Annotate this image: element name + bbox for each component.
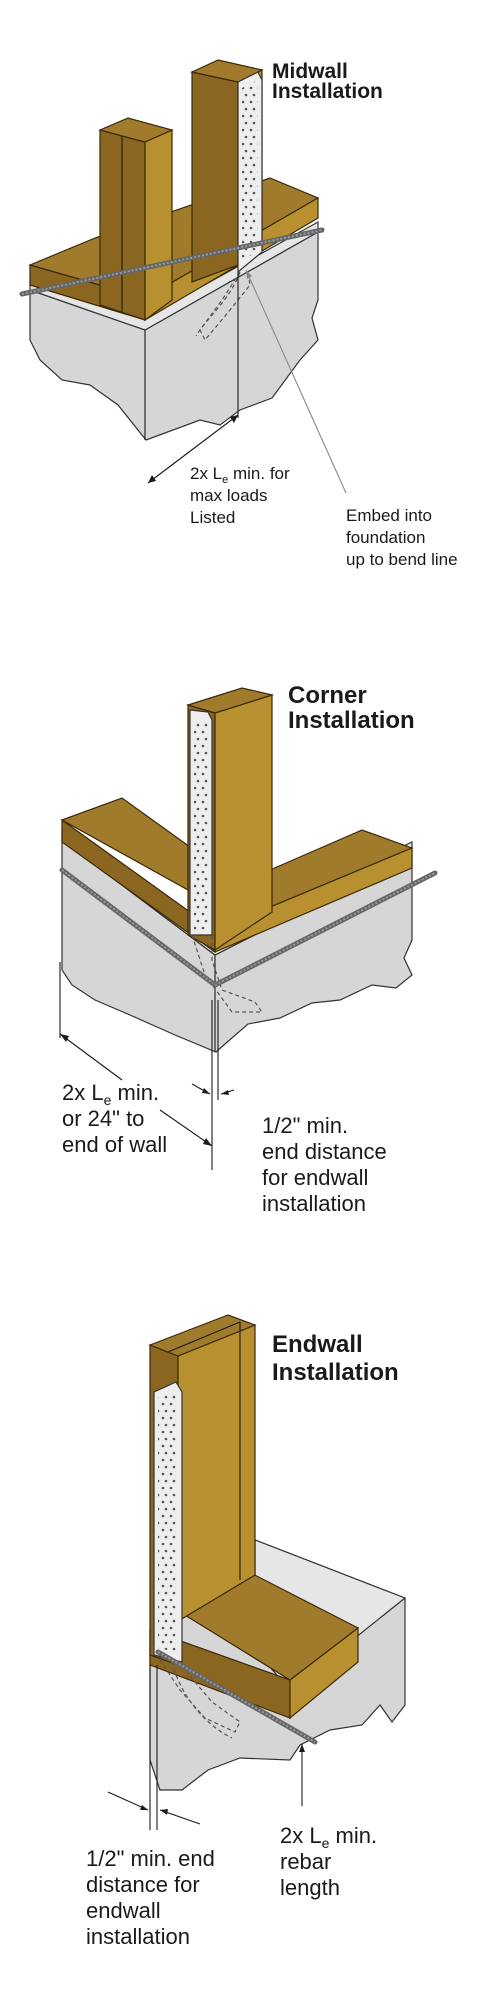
corner-dim-label-3: end of wall [62, 1132, 167, 1157]
midwall-title-2: Installation [272, 80, 383, 103]
endwall-rebar-label-2: rebar [280, 1849, 331, 1874]
corner-foundation [61, 838, 413, 1053]
midwall-embed-label-3: up to bend line [346, 550, 458, 569]
corner-stud-top [185, 687, 275, 714]
endwall-rebar [155, 1649, 318, 1745]
midwall-embed-label-1: Embed into [346, 506, 432, 525]
midwall-stud-left-top [98, 117, 174, 143]
endwall-stud-top [148, 1314, 257, 1357]
corner-end-label-2: end distance [262, 1139, 387, 1164]
endwall-end-label-3: endwall [86, 1898, 161, 1923]
midwall-dim-label-1: 2x Le min. for [190, 464, 290, 486]
midwall-dim-label-2: max loads [190, 486, 267, 505]
endwall-diagram: Endwall Installation 1/2" min. end dista… [86, 1314, 407, 1949]
midwall-title-1: Midwall [272, 60, 348, 83]
midwall-dim-label-3: Listed [190, 508, 235, 527]
midwall-stud-right-top [190, 59, 264, 83]
midwall-diagram: Midwall Installation 2x Le min. for max … [19, 59, 458, 569]
endwall-end-label-4: installation [86, 1924, 190, 1949]
endwall-title-1: Endwall [272, 1331, 363, 1358]
endwall-embedded-strap [159, 1659, 241, 1733]
endwall-rebar-label-1: 2x Le min. [280, 1823, 377, 1851]
corner-stud-side [214, 694, 273, 952]
corner-rebar-left [59, 867, 218, 988]
corner-dim-label-2: or 24" to [62, 1106, 144, 1131]
corner-title-1: Corner [288, 682, 367, 709]
corner-end-label-3: for endwall [262, 1165, 368, 1190]
midwall-stud-left-side [144, 129, 173, 322]
corner-diagram: Corner Installation 2x Le min. or 24" to… [59, 682, 438, 1216]
endwall-title-2: Installation [272, 1359, 399, 1386]
corner-end-label-4: installation [262, 1191, 366, 1216]
corner-dim-label-1: 2x Le min. [62, 1080, 159, 1108]
midwall-embed-label-2: foundation [346, 528, 425, 547]
endwall-rebar-label-3: length [280, 1875, 340, 1900]
endwall-sill-plate-side [289, 1626, 359, 1720]
corner-title-2: Installation [288, 707, 415, 734]
endwall-end-label-1: 1/2" min. end [86, 1846, 215, 1871]
midwall-foundation [29, 230, 319, 441]
endwall-end-label-2: distance for [86, 1872, 200, 1897]
corner-end-label-1: 1/2" min. [262, 1113, 348, 1138]
